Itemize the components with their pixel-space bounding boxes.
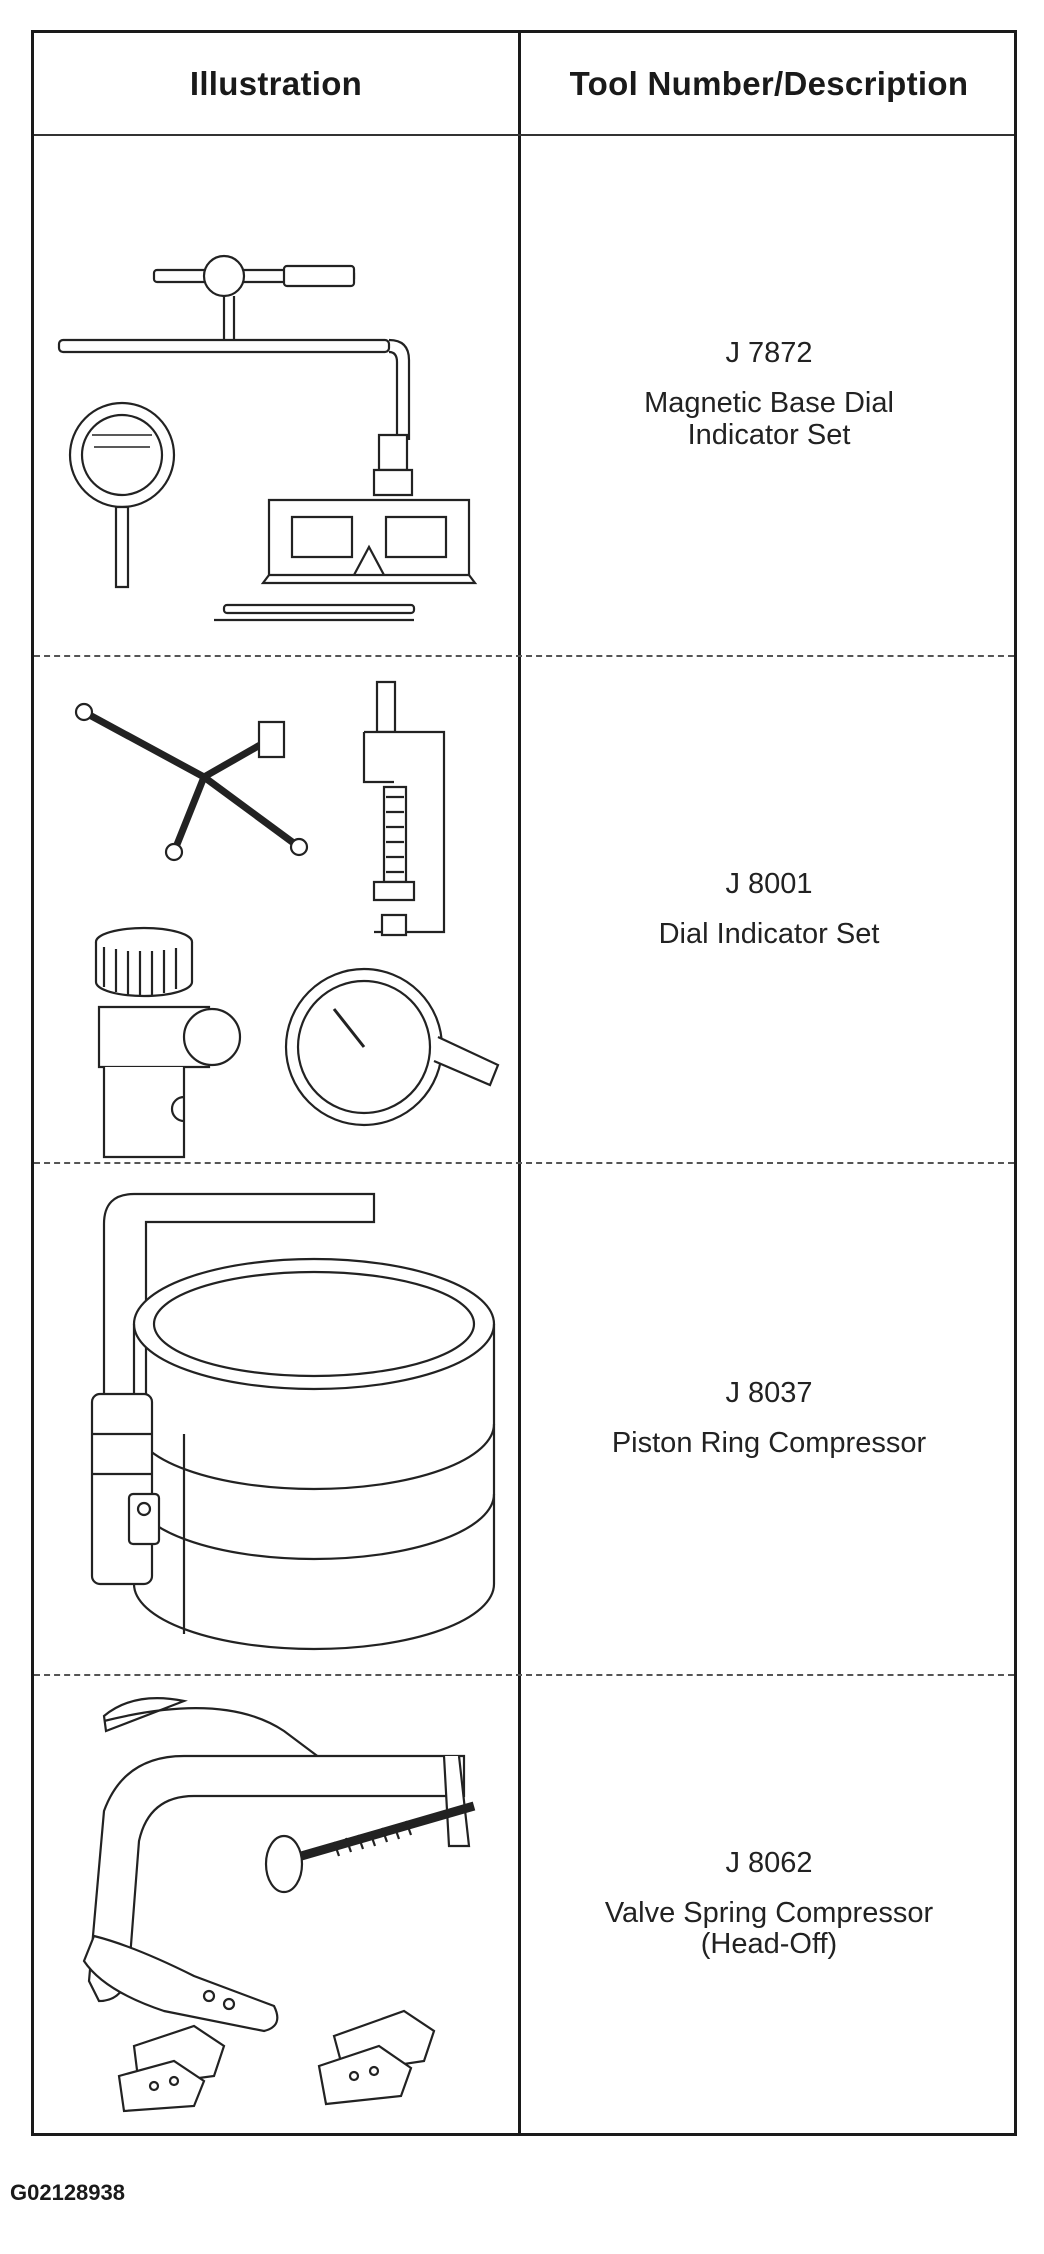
header-illustration: Illustration: [189, 65, 363, 102]
row-divider: [34, 655, 1014, 657]
tool-name: Valve Spring Compressor (Head-Off): [604, 1896, 934, 1961]
tool-name: Piston Ring Compressor: [611, 1427, 927, 1459]
tool-description-cell: J 8001 Dial Indicator Set: [521, 657, 1017, 1162]
tool-description-cell: J 8062 Valve Spring Compressor (Head-Off…: [521, 1676, 1017, 2133]
tool-table: Illustration Tool Number/Description: [31, 30, 1017, 2136]
table-header: Illustration Tool Number/Description: [34, 33, 1014, 135]
magnetic-base-dial-indicator-icon: [34, 135, 518, 655]
piston-ring-compressor-icon: [34, 1164, 518, 1674]
table-row: J 8062 Valve Spring Compressor (Head-Off…: [34, 1676, 1014, 2133]
tool-name: Dial Indicator Set: [658, 917, 880, 950]
table-row: J 7872 Magnetic Base Dial Indicator Set: [34, 135, 1014, 655]
tool-description-cell: J 7872 Magnetic Base Dial Indicator Set: [521, 135, 1017, 655]
tool-name: Magnetic Base Dial Indicator Set: [644, 387, 894, 451]
tool-number: J 8062: [725, 1846, 813, 1879]
table-row: J 8001 Dial Indicator Set: [34, 657, 1014, 1162]
tool-description-cell: J 8037 Piston Ring Compressor: [521, 1164, 1017, 1674]
figure-id: G02128938: [10, 2180, 125, 2205]
row-divider: [34, 1162, 1014, 1164]
row-divider: [34, 1674, 1014, 1676]
valve-spring-compressor-icon: [34, 1676, 518, 2133]
header-tool-description: Tool Number/Description: [569, 65, 969, 102]
dial-indicator-set-icon: [34, 657, 518, 1162]
tool-number: J 7872: [725, 337, 813, 370]
tool-number: J 8037: [725, 1377, 813, 1410]
header-divider: [34, 134, 1014, 136]
table-row: J 8037 Piston Ring Compressor: [34, 1164, 1014, 1674]
column-divider: [518, 33, 521, 2133]
tool-number: J 8001: [725, 867, 813, 900]
